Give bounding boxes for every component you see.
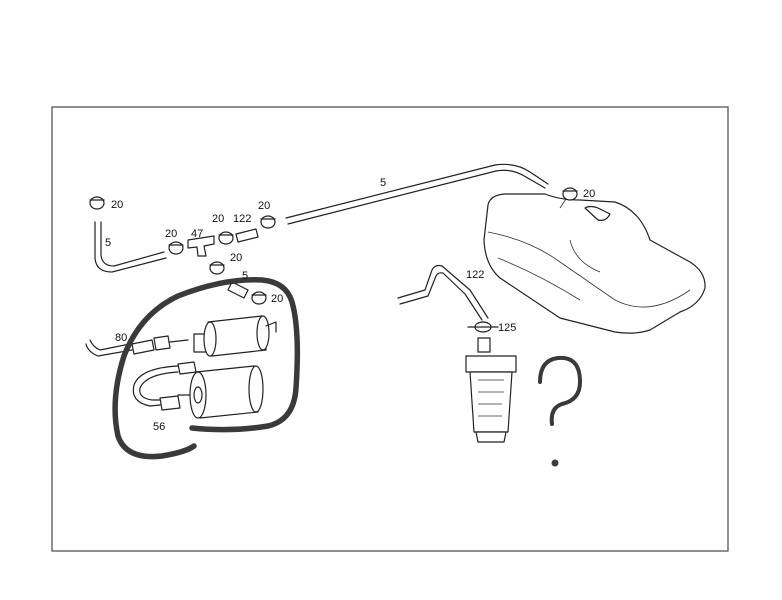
- hose-122-right: [397, 264, 489, 321]
- fuel-tank: [483, 193, 706, 334]
- hose-122-top: [235, 228, 259, 243]
- label-hose-122-top: 122: [233, 213, 251, 225]
- fuel-filter: [177, 365, 264, 419]
- clamp-top-left: [89, 196, 105, 210]
- clamp-tank: [562, 187, 578, 201]
- clamp-mid-1: [168, 241, 184, 255]
- label-clamp-low: 20: [230, 252, 242, 264]
- label-long-line: 5: [380, 177, 386, 189]
- label-hose-56: 56: [153, 421, 165, 433]
- hose-56: [132, 361, 197, 411]
- clamp-mid-3: [260, 215, 276, 229]
- clamp-125: [467, 321, 499, 333]
- long-fuel-line: [285, 163, 549, 225]
- label-clamp-mid-1: 20: [165, 228, 177, 240]
- label-clamp-pump: 20: [271, 293, 283, 305]
- line-80: [85, 335, 189, 357]
- label-hose-122-right: 122: [466, 269, 484, 281]
- label-hose-short: 5: [242, 270, 248, 282]
- label-t-fitting: 47: [191, 228, 203, 240]
- clamp-low: [209, 261, 225, 275]
- label-clamp-125: 125: [498, 322, 516, 334]
- fuel-pump: [193, 315, 277, 357]
- label-line-80: 80: [115, 332, 127, 344]
- question-mark: ?: [538, 355, 582, 467]
- fuel-sender-unit: [465, 337, 517, 443]
- label-clamp-top-left: 20: [111, 199, 123, 211]
- label-clamp-mid-2: 20: [212, 213, 224, 225]
- clamp-mid-2: [218, 231, 234, 245]
- clamp-pump: [251, 291, 267, 305]
- label-clamp-tank: 20: [583, 188, 595, 200]
- hose-short: [227, 281, 249, 299]
- hand-drawn-circle: [112, 277, 301, 460]
- label-hose-left: 5: [105, 237, 111, 249]
- label-clamp-mid-3: 20: [258, 200, 270, 212]
- hose-left: [94, 221, 167, 273]
- t-fitting: [187, 235, 215, 257]
